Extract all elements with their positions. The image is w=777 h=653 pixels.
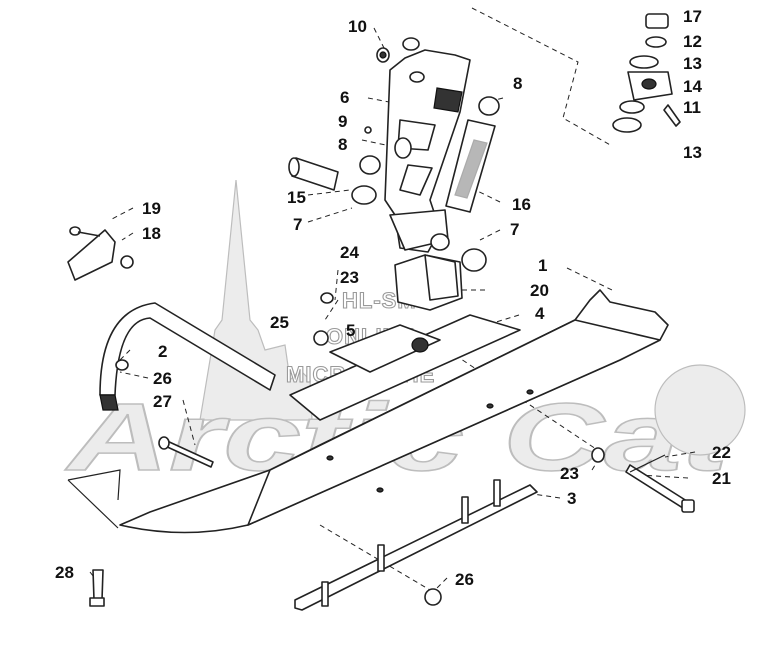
callout-label: 8 <box>338 135 347 154</box>
bracket <box>67 226 134 281</box>
callout-label: 20 <box>530 281 549 300</box>
steering-post <box>384 49 471 253</box>
callout-label: 22 <box>712 443 731 462</box>
ski-loop <box>99 302 276 411</box>
callout-labels: 10 17 12 13 14 11 13 6 8 9 8 15 7 16 7 1… <box>55 7 731 589</box>
spindle-block <box>394 254 463 311</box>
callout-label: 10 <box>348 17 367 36</box>
watermark-wheel <box>654 364 746 456</box>
ski <box>119 289 669 534</box>
steering-arm-hardware <box>612 13 681 133</box>
fasteners <box>89 292 695 607</box>
callout-label: 23 <box>340 268 359 287</box>
callout-label: 28 <box>55 563 74 582</box>
post-hardware <box>288 37 500 272</box>
callout-label: 26 <box>455 570 474 589</box>
callout-label: 21 <box>712 469 731 488</box>
callout-label: 4 <box>535 304 545 323</box>
callout-label: 3 <box>567 489 576 508</box>
callout-label: 5 <box>346 321 355 340</box>
callout-label: 19 <box>142 199 161 218</box>
callout-label: 24 <box>340 243 359 262</box>
callout-label: 1 <box>538 256 547 275</box>
callout-label: 17 <box>683 7 702 26</box>
callout-label: 26 <box>153 369 172 388</box>
callout-label: 16 <box>512 195 531 214</box>
callout-label: 18 <box>142 224 161 243</box>
callout-label: 14 <box>683 77 702 96</box>
wear-bar <box>294 479 538 611</box>
callout-label: 27 <box>153 392 172 411</box>
callout-label: 6 <box>340 88 349 107</box>
callout-label: 12 <box>683 32 702 51</box>
callout-label: 2 <box>158 342 167 361</box>
callout-label: 25 <box>270 313 289 332</box>
callout-label: 13 <box>683 54 702 73</box>
callout-label: 15 <box>287 188 306 207</box>
callout-label: 11 <box>683 98 701 117</box>
callout-label: 7 <box>293 215 302 234</box>
decal <box>445 119 496 213</box>
callout-label: 13 <box>683 143 702 162</box>
callout-label: 9 <box>338 112 347 131</box>
callout-label: 23 <box>560 464 579 483</box>
callout-label: 7 <box>510 220 519 239</box>
callout-label: 8 <box>513 74 522 93</box>
